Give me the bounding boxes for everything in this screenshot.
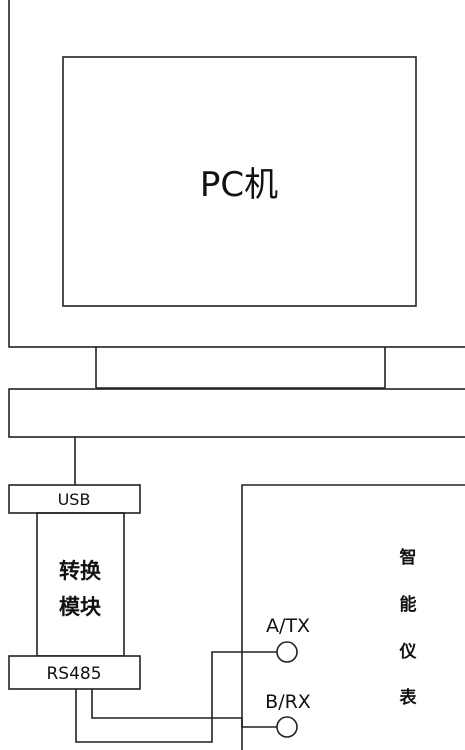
meter-outline	[241, 484, 465, 750]
meter-name-char-2: 能	[400, 594, 417, 615]
meter-name-char-1: 智	[400, 547, 417, 568]
rs485-label: RS485	[46, 664, 101, 684]
rs485-port-box	[8, 655, 141, 690]
wire-b	[91, 689, 277, 728]
meter-name-char-3: 仪	[399, 642, 418, 662]
monitor-screen	[62, 56, 417, 307]
pc-base	[8, 388, 465, 438]
monitor-stand	[95, 347, 386, 389]
terminal-a-label: A/TX	[266, 615, 310, 637]
usb-label: USB	[58, 490, 91, 509]
pc-monitor: PC机	[8, 0, 465, 348]
converter-module: USB 转换 模块 RS485	[8, 484, 141, 690]
module-name-line1: 转换	[59, 559, 102, 583]
module-body	[36, 512, 125, 657]
pc-label: PC机	[200, 165, 278, 205]
monitor-bezel	[8, 0, 465, 348]
module-name-line2: 模块	[59, 595, 102, 619]
terminal-a	[276, 641, 298, 663]
terminal-b	[276, 716, 298, 738]
wire-a	[75, 651, 277, 743]
smart-meter: 智 能 仪 表 A/TX B/RX	[241, 484, 465, 750]
meter-name-char-4: 表	[400, 687, 418, 708]
terminal-b-label: B/RX	[265, 691, 311, 713]
